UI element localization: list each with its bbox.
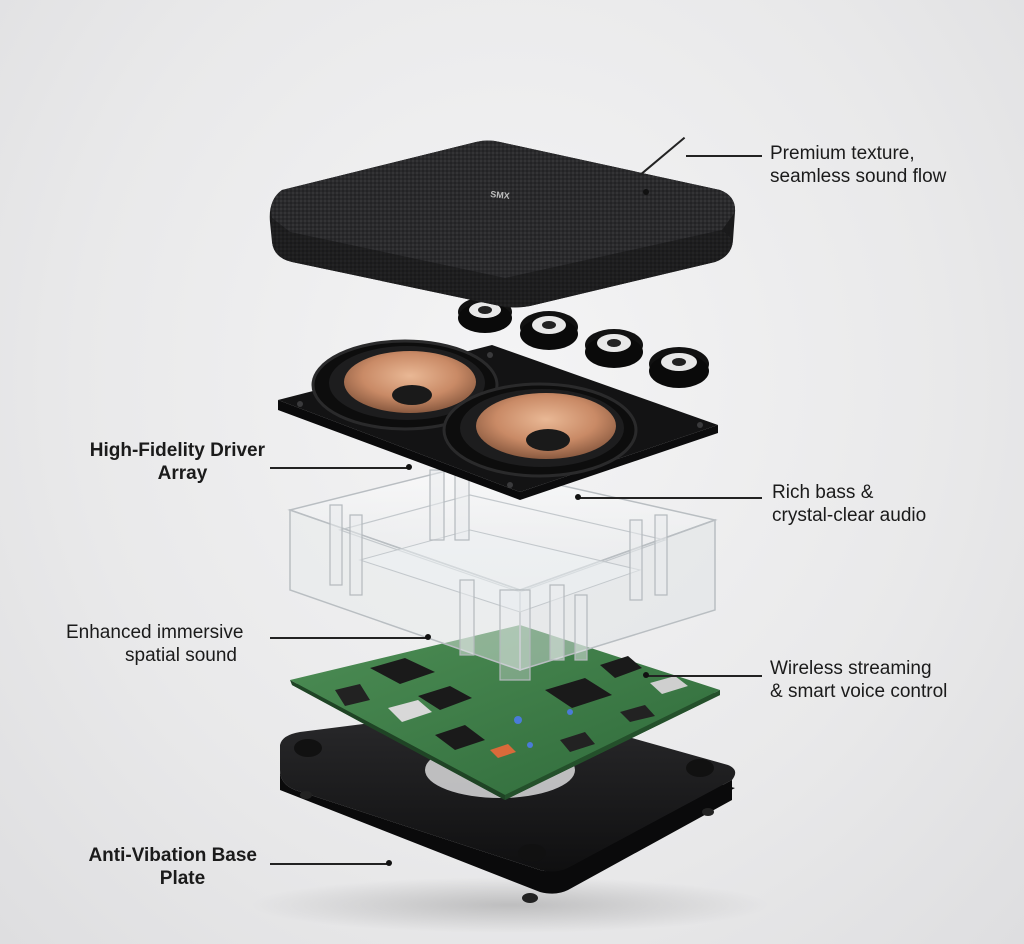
- label-spatial-line1: Enhanced immersive: [50, 621, 265, 644]
- leader-wireless: [648, 675, 762, 677]
- leader-spatial: [270, 637, 428, 639]
- woofer-right: [444, 384, 636, 476]
- label-base-line1: Anti-Vibation Base: [60, 844, 265, 867]
- pointer-dot-base: [386, 860, 392, 866]
- pointer-dot-wireless: [643, 672, 649, 678]
- pointer-dot-top-cover: [643, 189, 649, 195]
- leader-bass: [580, 497, 762, 499]
- leader-top-cover: [686, 155, 762, 157]
- label-bass: Rich bass & crystal-clear audio: [772, 481, 926, 527]
- pointer-dot-spatial: [425, 634, 431, 640]
- label-spatial: Enhanced immersive spatial sound: [50, 621, 265, 667]
- fabric-cover: SMX: [270, 141, 735, 308]
- brand-logo: SMX: [490, 189, 510, 201]
- label-bass-line2: crystal-clear audio: [772, 504, 926, 527]
- label-spatial-line2: spatial sound: [50, 644, 265, 667]
- pointer-dot-driver-array: [406, 464, 412, 470]
- label-wireless-line1: Wireless streaming: [770, 657, 947, 680]
- label-base: Anti-Vibation Base Plate: [60, 844, 265, 890]
- label-driver-array-line1: High-Fidelity Driver: [60, 439, 265, 462]
- label-top-cover-line2: seamless sound flow: [770, 165, 946, 188]
- label-top-cover-line1: Premium texture,: [770, 142, 946, 165]
- leader-driver-array: [270, 467, 408, 469]
- label-wireless: Wireless streaming & smart voice control: [770, 657, 947, 703]
- label-driver-array: High-Fidelity Driver Array: [60, 439, 265, 485]
- label-base-line2: Plate: [60, 867, 265, 890]
- label-wireless-line2: & smart voice control: [770, 680, 947, 703]
- label-driver-array-line2: Array: [60, 462, 265, 485]
- label-bass-line1: Rich bass &: [772, 481, 926, 504]
- label-top-cover: Premium texture, seamless sound flow: [770, 142, 946, 188]
- leader-base: [270, 863, 388, 865]
- pointer-dot-bass: [575, 494, 581, 500]
